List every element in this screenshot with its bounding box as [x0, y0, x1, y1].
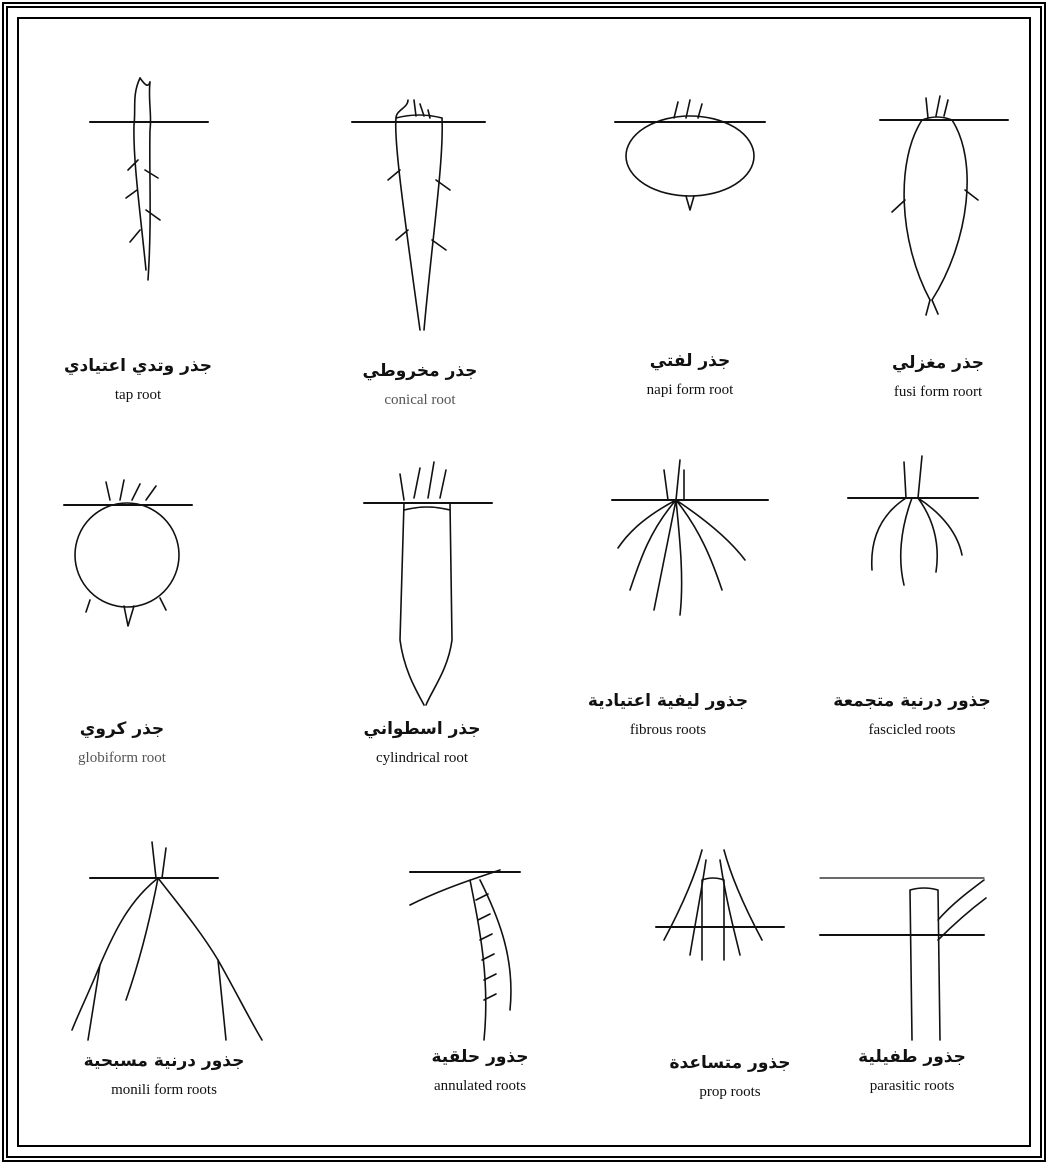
tap-root-english-label: tap root	[38, 385, 238, 405]
conical-root-arabic-label: جذر مخروطي	[320, 360, 520, 382]
cylindrical-root-caption: جذر اسطواني cylindrical root	[322, 718, 522, 768]
annulated-roots-drawing	[410, 870, 520, 1040]
fascicled-roots-drawing	[848, 456, 978, 585]
parasitic-roots-drawing	[820, 878, 986, 1040]
parasitic-roots-english-label: parasitic roots	[812, 1076, 1012, 1096]
fusi-form-root-arabic-label: جذر مغزلي	[838, 352, 1038, 374]
cylindrical-root-english-label: cylindrical root	[322, 748, 522, 768]
tap-root-caption: جذر وتدي اعتيادي tap root	[38, 355, 238, 405]
cylindrical-root-arabic-label: جذر اسطواني	[322, 718, 522, 740]
annulated-roots-caption: جذور حلقية annulated roots	[380, 1046, 580, 1096]
napi-form-root-caption: جذر لفتي napi form root	[590, 350, 790, 400]
prop-roots-english-label: prop roots	[630, 1082, 830, 1102]
napi-form-root-drawing	[615, 100, 765, 210]
fascicled-roots-caption: جذور درنية متجمعة fascicled roots	[812, 690, 1012, 740]
monili-form-roots-caption: جذور درنية مسبحية monili form roots	[64, 1050, 264, 1100]
fibrous-roots-arabic-label: جذور ليفية اعتيادية	[568, 690, 768, 712]
napi-form-root-english-label: napi form root	[590, 380, 790, 400]
fascicled-roots-english-label: fascicled roots	[812, 720, 1012, 740]
fibrous-roots-caption: جذور ليفية اعتيادية fibrous roots	[568, 690, 768, 740]
parasitic-roots-arabic-label: جذور طفيلية	[812, 1046, 1012, 1068]
monili-form-roots-arabic-label: جذور درنية مسبحية	[64, 1050, 264, 1072]
fusi-form-root-drawing	[880, 96, 1008, 315]
tap-root-drawing	[90, 78, 208, 280]
globiform-root-drawing	[64, 480, 192, 626]
annulated-roots-arabic-label: جذور حلقية	[380, 1046, 580, 1068]
globiform-root-caption: جذر كروي globiform root	[22, 718, 222, 768]
fibrous-roots-english-label: fibrous roots	[568, 720, 768, 740]
monili-form-roots-english-label: monili form roots	[64, 1080, 264, 1100]
annulated-roots-english-label: annulated roots	[380, 1076, 580, 1096]
prop-roots-caption: جذور متساعدة prop roots	[630, 1052, 830, 1102]
cylindrical-root-drawing	[364, 462, 492, 705]
parasitic-roots-caption: جذور طفيلية parasitic roots	[812, 1046, 1012, 1096]
conical-root-drawing	[352, 100, 485, 330]
conical-root-caption: جذر مخروطي conical root	[320, 360, 520, 410]
fibrous-roots-drawing	[612, 460, 768, 615]
globiform-root-arabic-label: جذر كروي	[22, 718, 222, 740]
napi-form-root-arabic-label: جذر لفتي	[590, 350, 790, 372]
globiform-root-english-label: globiform root	[22, 748, 222, 768]
fascicled-roots-arabic-label: جذور درنية متجمعة	[812, 690, 1012, 712]
tap-root-arabic-label: جذر وتدي اعتيادي	[38, 355, 238, 377]
fusi-form-root-caption: جذر مغزلي fusi form roort	[838, 352, 1038, 402]
prop-roots-arabic-label: جذور متساعدة	[630, 1052, 830, 1074]
conical-root-english-label: conical root	[320, 390, 520, 410]
fusi-form-root-english-label: fusi form roort	[838, 382, 1038, 402]
prop-roots-drawing	[656, 850, 784, 960]
monili-form-roots-drawing	[72, 842, 262, 1040]
